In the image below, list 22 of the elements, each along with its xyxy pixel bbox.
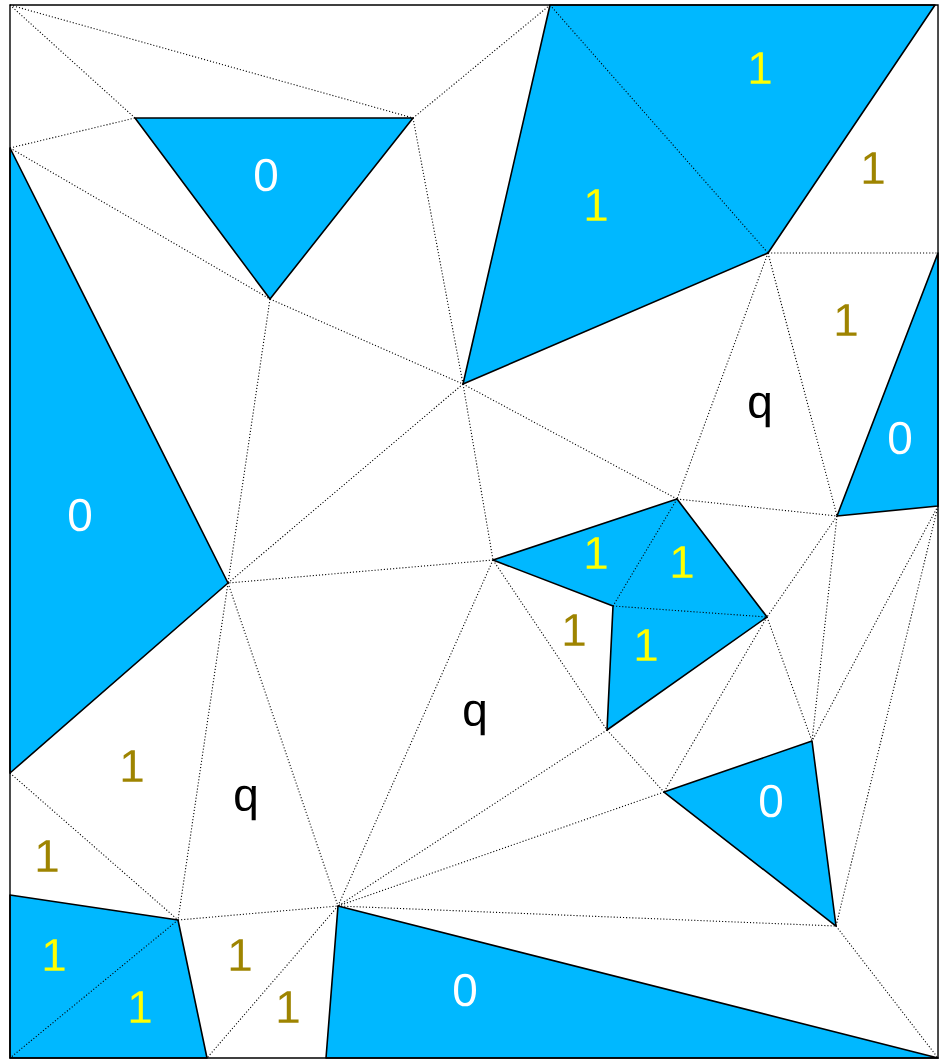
region-label: 1 [37,840,58,872]
region-label: 1 [586,189,607,221]
region-label: 1 [44,939,65,971]
region-label: 1 [750,52,771,84]
region-label: 1 [122,750,143,782]
region-label: 1 [636,629,657,661]
region-label: 1 [130,991,151,1023]
region-label: 0 [760,784,782,818]
region-label: 1 [586,537,607,569]
region-label: 0 [69,498,91,532]
region-label: q [749,392,770,428]
region-label: 1 [278,991,299,1023]
region-label: q [464,700,485,736]
region-label: 1 [672,546,693,578]
region-label: 0 [889,421,911,455]
region-label: q [235,785,256,821]
region-label: 1 [230,939,251,971]
region-label: 1 [564,614,585,646]
region-label: 0 [255,158,277,192]
region-label: 1 [836,304,857,336]
region-label: 1 [863,152,884,184]
region-label: 0 [454,973,476,1007]
